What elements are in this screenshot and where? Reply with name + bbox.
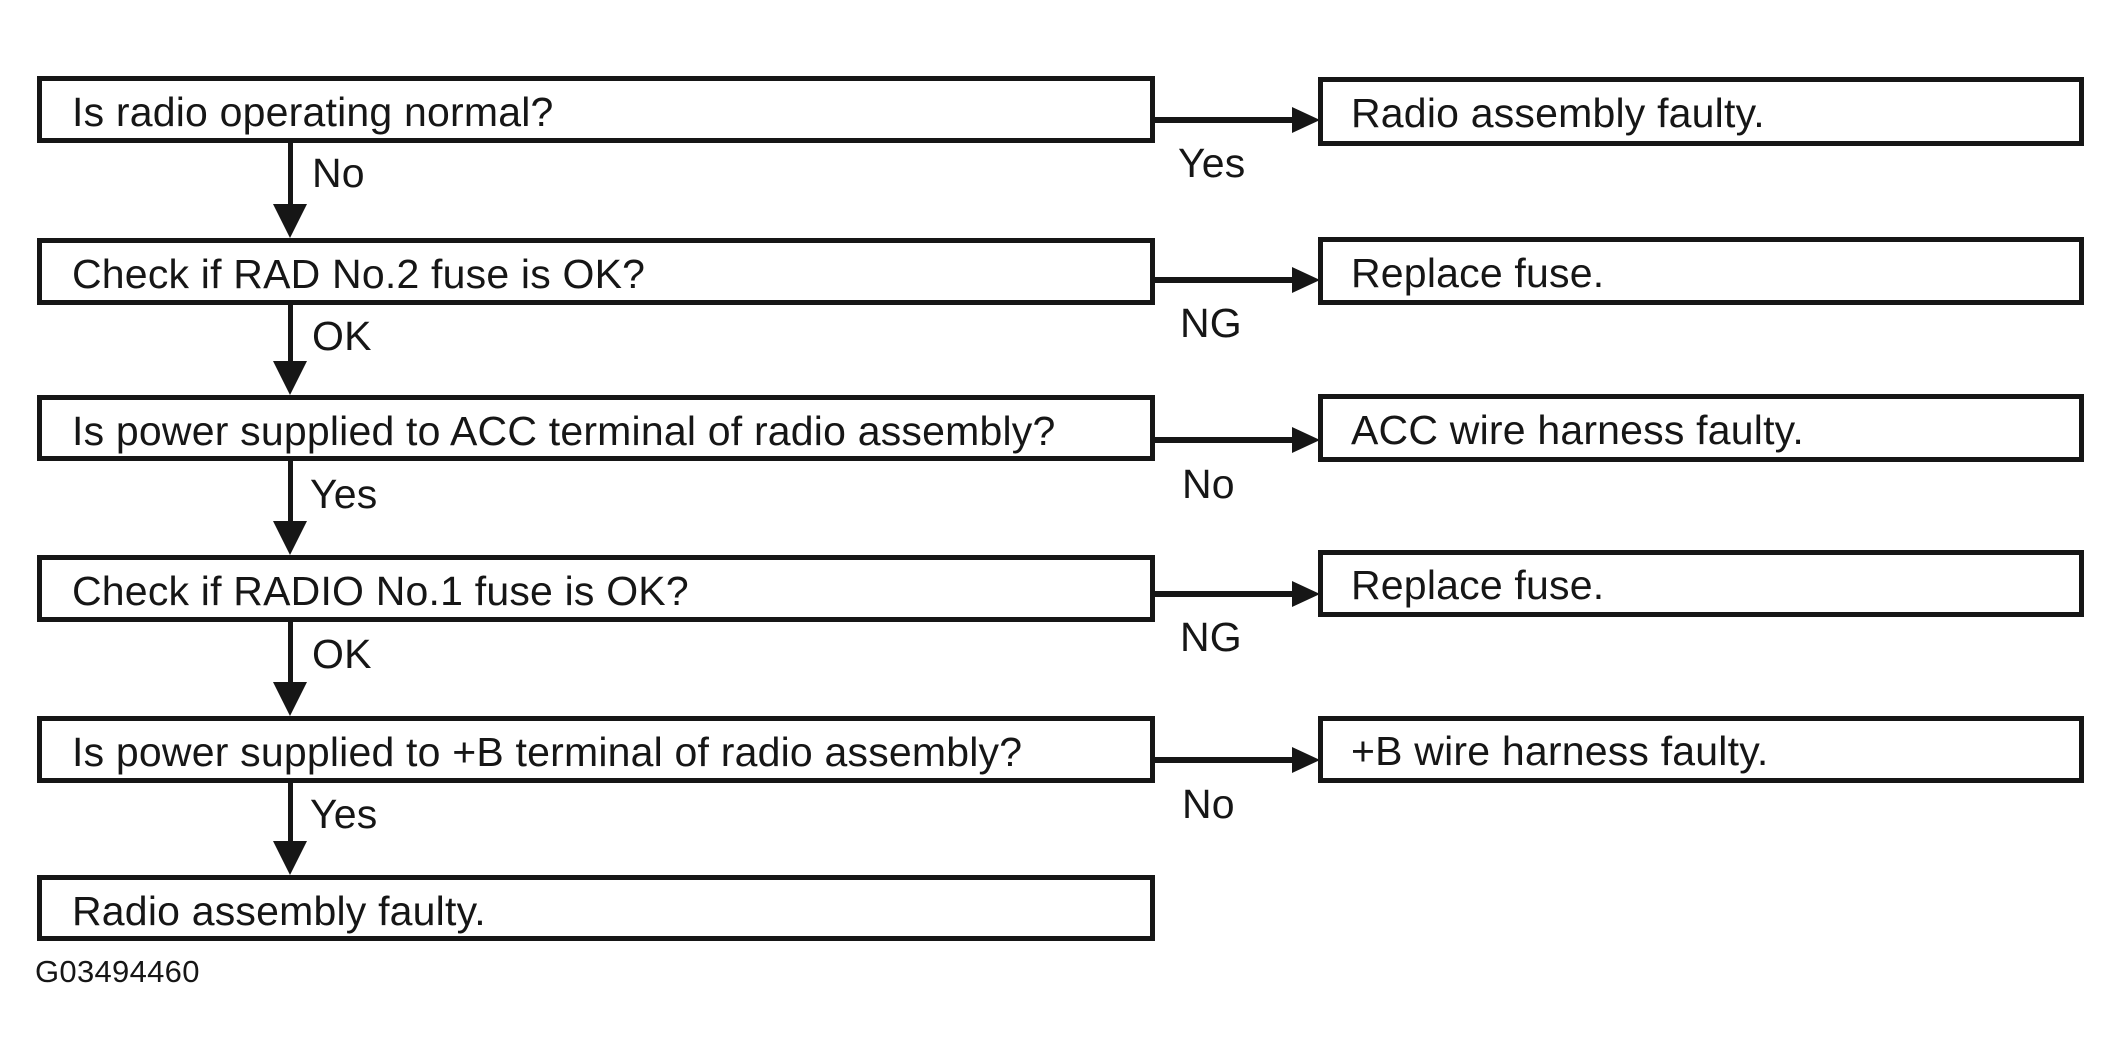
right-branch-label-1: Yes <box>1178 140 1246 186</box>
question-box-1: Is radio operating normal? <box>37 76 1155 143</box>
down-arrow-line-1 <box>288 140 293 206</box>
down-arrow-head-4 <box>273 682 307 716</box>
down-branch-label-2: OK <box>312 313 372 359</box>
result-box-4: Replace fuse. <box>1318 550 2084 617</box>
final-result-box: Radio assembly faulty. <box>37 875 1155 941</box>
right-arrow-line-1 <box>1155 117 1295 123</box>
right-arrow-line-5 <box>1155 757 1295 763</box>
down-branch-label-4: OK <box>312 631 372 677</box>
right-branch-label-4: NG <box>1180 614 1242 660</box>
right-branch-label-2: NG <box>1180 300 1242 346</box>
question-box-4: Check if RADIO No.1 fuse is OK? <box>37 555 1155 622</box>
down-arrow-line-3 <box>288 458 293 524</box>
right-branch-label-3: No <box>1182 461 1235 507</box>
right-arrow-line-2 <box>1155 277 1295 283</box>
result-box-2: Replace fuse. <box>1318 237 2084 305</box>
down-arrow-head-5 <box>273 841 307 875</box>
figure-id: G03494460 <box>35 954 200 989</box>
down-arrow-head-2 <box>273 361 307 395</box>
right-arrow-head-4 <box>1292 581 1320 607</box>
right-arrow-head-1 <box>1292 107 1320 133</box>
down-arrow-head-1 <box>273 204 307 238</box>
down-branch-label-3: Yes <box>310 471 378 517</box>
right-arrow-head-5 <box>1292 747 1320 773</box>
question-box-5: Is power supplied to +B terminal of radi… <box>37 716 1155 783</box>
down-arrow-head-3 <box>273 521 307 555</box>
right-branch-label-5: No <box>1182 781 1235 827</box>
down-arrow-line-4 <box>288 619 293 685</box>
down-arrow-line-2 <box>288 302 293 364</box>
result-box-3: ACC wire harness faulty. <box>1318 394 2084 462</box>
down-arrow-line-5 <box>288 780 293 844</box>
right-arrow-head-2 <box>1292 267 1320 293</box>
result-box-1: Radio assembly faulty. <box>1318 77 2084 146</box>
result-box-5: +B wire harness faulty. <box>1318 716 2084 783</box>
right-arrow-line-4 <box>1155 591 1295 597</box>
question-box-3: Is power supplied to ACC terminal of rad… <box>37 395 1155 461</box>
right-arrow-line-3 <box>1155 437 1295 443</box>
down-branch-label-1: No <box>312 150 365 196</box>
down-branch-label-5: Yes <box>310 791 378 837</box>
right-arrow-head-3 <box>1292 427 1320 453</box>
question-box-2: Check if RAD No.2 fuse is OK? <box>37 238 1155 305</box>
